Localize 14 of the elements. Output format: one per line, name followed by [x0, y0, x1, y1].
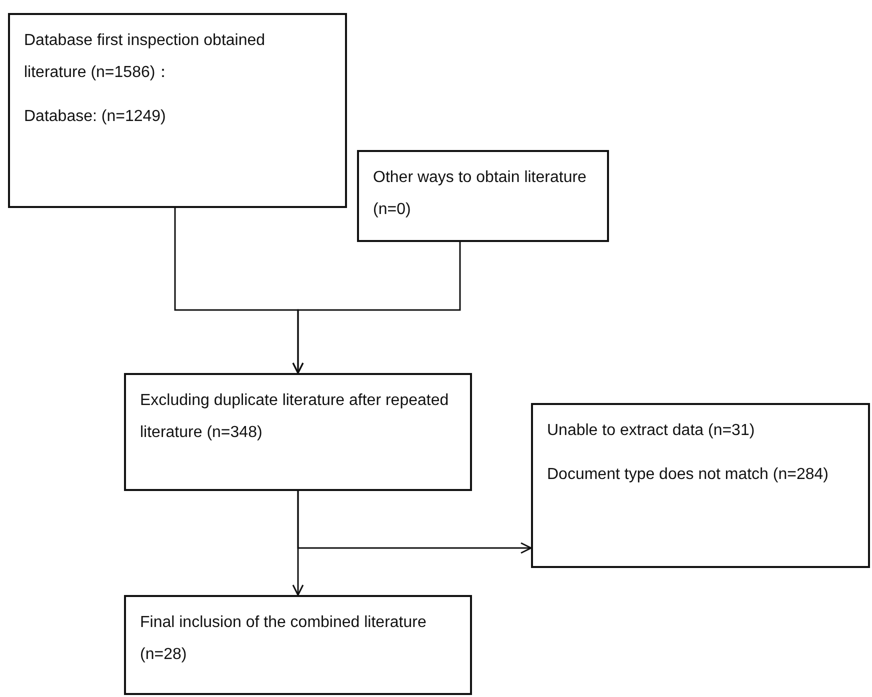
process-box	[124, 373, 472, 491]
arrow	[297, 491, 532, 554]
box-text: Database first inspection obtained literature (n=1586)：	[24, 31, 266, 83]
box-text: Other ways to obtain literature (n=0)	[373, 168, 588, 220]
box-text: Database: (n=1249)	[24, 107, 167, 127]
process-box	[124, 595, 472, 695]
process-box	[531, 403, 870, 568]
process-box	[357, 150, 609, 242]
box-text: Document type does not match (n=284)	[547, 465, 830, 485]
box-text: Excluding duplicate literature after repeated literature (n=348)	[140, 391, 450, 443]
process-box	[8, 13, 347, 208]
box-text: Unable to extract data (n=31)	[547, 421, 756, 441]
box-text: Final inclusion of the combined literature (n=28)	[140, 613, 428, 665]
arrow	[292, 242, 461, 374]
